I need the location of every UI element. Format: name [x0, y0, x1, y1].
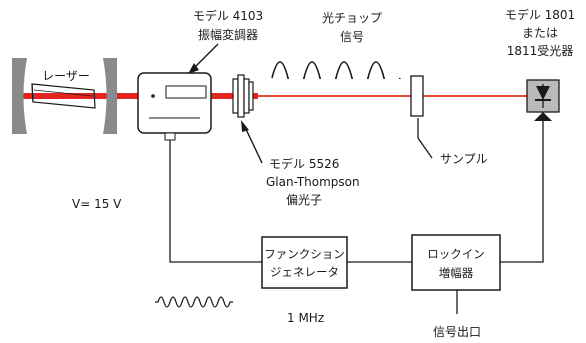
chopper-label-line2: 信号: [340, 30, 364, 44]
laser-mirror-left-icon: [12, 58, 27, 134]
polarizer-label-type: Glan-Thompson: [266, 175, 360, 189]
modulator-arrowhead: [188, 63, 199, 74]
sample-pointer: [417, 118, 433, 159]
modulator-arrow: [191, 43, 219, 71]
lockin-label-line2: 増幅器: [439, 266, 474, 280]
laser-rod-icon: [31, 83, 96, 109]
modulator-box-icon: [137, 72, 212, 141]
laser-label: レーザー: [42, 69, 90, 83]
chopped-wave-mask: [268, 79, 408, 95]
modulator-label-model: モデル 4103: [193, 8, 263, 23]
frequency-label: 1 MHz: [287, 311, 324, 325]
sine-wave-icon: [155, 296, 233, 308]
polarizer-label-name: 偏光子: [286, 192, 322, 207]
modulator-to-function-generator-wire: [169, 140, 262, 263]
detector-label-or: または: [522, 26, 558, 40]
laser-mirror-right-icon: [103, 58, 117, 134]
signal-output-label: 信号出口: [433, 325, 481, 339]
polarizer-arrow: [243, 124, 263, 164]
detector-label-model: モデル 1801: [505, 7, 575, 22]
chopper-label-line1: 光チョップ: [322, 11, 382, 25]
function-generator-box: [261, 236, 348, 289]
voltage-label: V= 15 V: [72, 197, 122, 211]
function-generator-label-line1: ファンクション: [264, 247, 345, 261]
detector-label-alt: 1811受光器: [507, 44, 574, 58]
polarizer-arrowhead: [241, 120, 249, 132]
polarizer-icon: [232, 74, 254, 118]
sample-slab-icon: [410, 75, 424, 117]
function-generator-label-line2: ジェネレータ: [270, 265, 339, 279]
lockin-label-line1: ロックイン: [427, 247, 485, 261]
modulator-label-name: 振幅変調器: [198, 27, 258, 42]
polarizer-label-model: モデル 5526: [269, 156, 339, 171]
photodiode-icon: [526, 79, 560, 121]
sample-label: サンプル: [440, 152, 488, 166]
lockin-amplifier-box: [411, 234, 501, 291]
detector-to-lockin-wire: [500, 121, 544, 263]
